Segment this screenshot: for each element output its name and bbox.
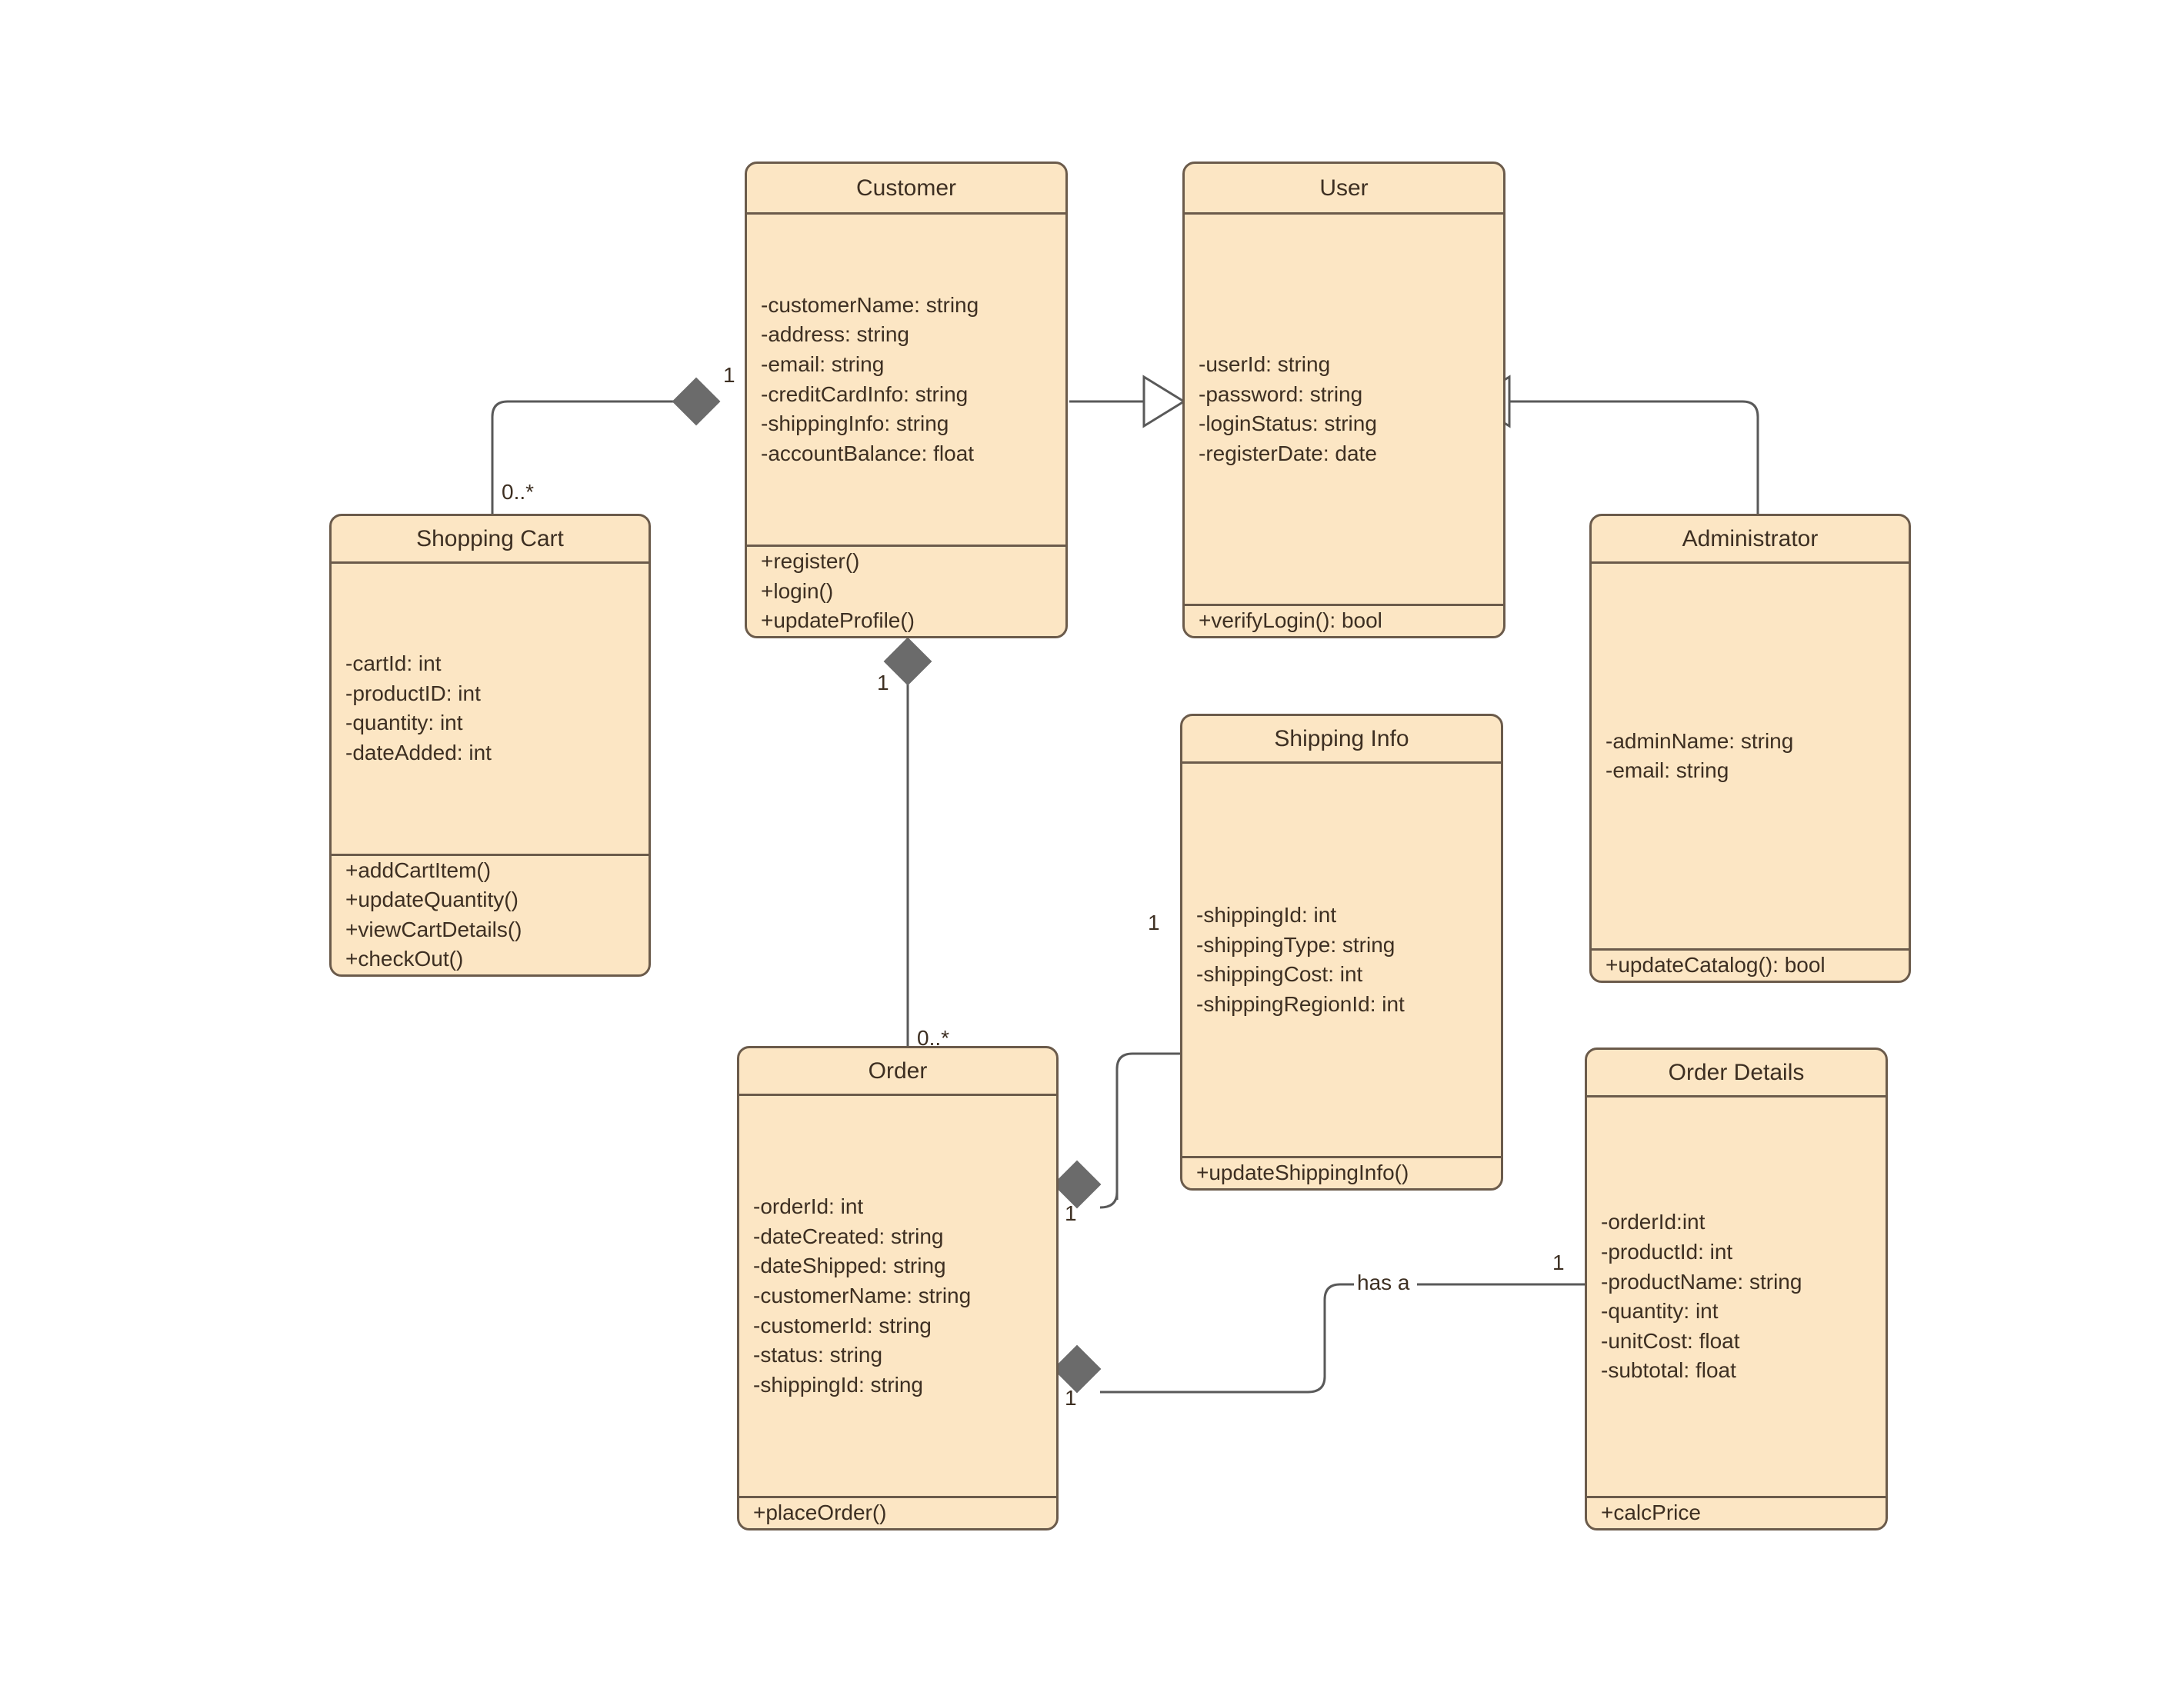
attribute-row: -shippingCost: int <box>1196 962 1363 987</box>
method-row: +updateCatalog(): bool <box>1605 953 1826 978</box>
attribute-row: -orderId: int <box>753 1194 864 1218</box>
class-title-shopping-cart: Shopping Cart <box>332 516 649 564</box>
uml-class-order-details[interactable]: Order Details -orderId:int -productId: i… <box>1585 1048 1888 1530</box>
edge-order-order-details <box>1100 1283 1355 1394</box>
class-attributes-order-details: -orderId:int -productId: int -productNam… <box>1587 1097 1886 1499</box>
attribute-row: -customerId: string <box>753 1313 932 1337</box>
attribute-row: -registerDate: date <box>1199 441 1377 465</box>
class-attributes-customer: -customerName: string -address: string -… <box>747 215 1065 548</box>
attribute-row: -unitCost: float <box>1601 1328 1740 1353</box>
attribute-row: -dateAdded: int <box>345 740 492 764</box>
attribute-row: -userId: string <box>1199 351 1331 376</box>
attribute-row: -shippingType: string <box>1196 932 1395 957</box>
attribute-row: -orderId:int <box>1601 1210 1706 1234</box>
attribute-row: -customerName: string <box>761 292 979 317</box>
uml-class-shipping-info[interactable]: Shipping Info -shippingId: int -shipping… <box>1180 714 1503 1191</box>
attribute-row: -email: string <box>1605 758 1729 783</box>
multiplicity-order-shipping-target: 1 <box>1148 911 1160 934</box>
class-methods-order-details: +calcPrice <box>1587 1498 1886 1528</box>
multiplicity-customer-cart-target: 0..* <box>502 480 535 504</box>
method-row: +register() <box>761 549 860 574</box>
method-row: +updateProfile() <box>761 608 915 633</box>
attribute-row: -productId: int <box>1601 1239 1733 1264</box>
edge-administrator-user <box>1509 400 1759 514</box>
multiplicity-order-details-target: 1 <box>1552 1251 1565 1274</box>
attribute-row: -status: string <box>753 1343 883 1367</box>
class-attributes-order: -orderId: int -dateCreated: string -date… <box>739 1096 1056 1499</box>
uml-class-customer[interactable]: Customer -customerName: string -address:… <box>745 162 1068 638</box>
multiplicity-customer-cart-source: 1 <box>723 363 735 387</box>
method-row: +placeOrder() <box>753 1500 887 1525</box>
uml-class-user[interactable]: User -userId: string -password: string -… <box>1182 162 1505 638</box>
multiplicity-order-shipping-source: 1 <box>1065 1201 1077 1225</box>
attribute-row: -loginStatus: string <box>1199 411 1377 436</box>
attribute-row: -customerName: string <box>753 1283 972 1307</box>
method-row: +checkOut() <box>345 947 464 971</box>
class-title-customer: Customer <box>747 164 1065 215</box>
class-attributes-user: -userId: string -password: string -login… <box>1185 215 1503 607</box>
class-attributes-shipping-info: -shippingId: int -shippingType: string -… <box>1182 764 1501 1159</box>
uml-class-order[interactable]: Order -orderId: int -dateCreated: string… <box>737 1046 1059 1530</box>
attribute-row: -address: string <box>761 322 909 347</box>
multiplicity-order-details-source: 1 <box>1065 1386 1077 1410</box>
attribute-row: -productID: int <box>345 681 481 705</box>
attribute-row: -shippingId: int <box>1196 902 1337 927</box>
method-row: +viewCartDetails() <box>345 917 522 941</box>
attribute-row: -dateCreated: string <box>753 1224 944 1248</box>
attribute-row: -subtotal: float <box>1601 1358 1736 1383</box>
method-row: +updateShippingInfo() <box>1196 1161 1409 1185</box>
edge-order-shipping-info <box>1099 1052 1180 1209</box>
class-methods-order: +placeOrder() <box>739 1498 1056 1528</box>
composition-diamond-order-shipping <box>1052 1160 1102 1209</box>
class-methods-shipping-info: +updateShippingInfo() <box>1182 1158 1501 1188</box>
attribute-row: -quantity: int <box>1601 1299 1719 1324</box>
attribute-row: -productName: string <box>1601 1269 1802 1294</box>
generalization-arrow-customer-user <box>1142 375 1186 428</box>
multiplicity-customer-order-target: 0..* <box>917 1026 950 1050</box>
attribute-row: -password: string <box>1199 381 1363 406</box>
method-row: +verifyLogin(): bool <box>1199 608 1382 633</box>
method-row: +addCartItem() <box>345 858 492 882</box>
class-title-user: User <box>1185 164 1503 215</box>
uml-class-administrator[interactable]: Administrator -adminName: string -email:… <box>1589 514 1911 983</box>
attribute-row: -adminName: string <box>1605 728 1794 753</box>
attribute-row: -dateShipped: string <box>753 1254 946 1278</box>
composition-diamond-customer-cart <box>672 377 721 426</box>
attribute-row: -quantity: int <box>345 711 463 735</box>
class-methods-shopping-cart: +addCartItem() +updateQuantity() +viewCa… <box>332 856 649 975</box>
attribute-row: -email: string <box>761 351 885 376</box>
class-title-order: Order <box>739 1048 1056 1096</box>
attribute-row: -shippingInfo: string <box>761 411 949 436</box>
class-title-shipping-info: Shipping Info <box>1182 716 1501 764</box>
relationship-label-has-a: has a <box>1354 1272 1413 1294</box>
class-attributes-shopping-cart: -cartId: int -productID: int -quantity: … <box>332 564 649 856</box>
method-row: +calcPrice <box>1601 1500 1701 1525</box>
attribute-row: -creditCardInfo: string <box>761 381 969 406</box>
attribute-row: -shippingRegionId: int <box>1196 991 1405 1016</box>
attribute-row: -cartId: int <box>345 651 442 675</box>
attribute-row: -accountBalance: float <box>761 441 975 465</box>
method-row: +login() <box>761 578 834 603</box>
uml-class-shopping-cart[interactable]: Shopping Cart -cartId: int -productID: i… <box>329 514 651 977</box>
class-title-administrator: Administrator <box>1592 516 1909 564</box>
class-methods-administrator: +updateCatalog(): bool <box>1592 951 1909 981</box>
class-methods-customer: +register() +login() +updateProfile() <box>747 547 1065 636</box>
method-row: +updateQuantity() <box>345 888 518 912</box>
class-attributes-administrator: -adminName: string -email: string <box>1592 564 1909 951</box>
composition-diamond-order-details <box>1052 1344 1102 1394</box>
class-methods-user: +verifyLogin(): bool <box>1185 606 1503 636</box>
multiplicity-customer-order-source: 1 <box>877 671 889 694</box>
attribute-row: -shippingId: string <box>753 1372 924 1397</box>
composition-diamond-customer-order <box>883 637 932 686</box>
class-title-order-details: Order Details <box>1587 1050 1886 1097</box>
